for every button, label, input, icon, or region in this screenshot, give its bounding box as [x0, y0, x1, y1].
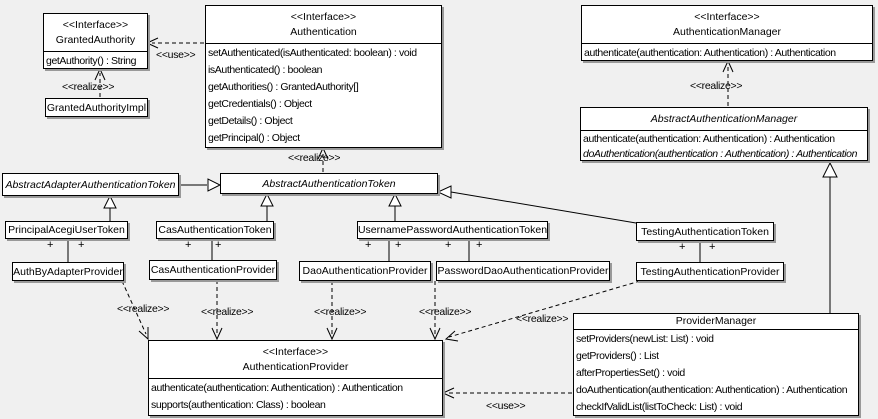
class-name: PasswordDaoAuthenticationProvider [437, 265, 609, 277]
class-name: AbstractAdapterAuthenticationToken [5, 178, 176, 191]
class-granted-authority[interactable]: <<Interface>> GrantedAuthority getAuthor… [43, 13, 148, 69]
multiplicity-plus: + [445, 239, 452, 251]
realize-label: <<realize>> [516, 313, 569, 325]
interface-stereotype: <<Interface>> [62, 19, 129, 31]
class-header: <<Interface>> AuthenticationManager [582, 6, 872, 44]
method-row: afterPropertiesSet() : void [576, 367, 685, 379]
class-testing-authentication-token[interactable]: TestingAuthenticationToken [636, 222, 774, 241]
multiplicity-plus: + [365, 239, 372, 251]
class-name: AbstractAuthenticationToken [262, 177, 396, 190]
class-cas-authentication-provider[interactable]: CasAuthenticationProvider [149, 260, 277, 280]
class-testing-authentication-provider[interactable]: TestingAuthenticationProvider [636, 262, 784, 281]
method-row: authenticate(authentication: Authenticat… [584, 47, 836, 59]
class-provider-manager[interactable]: ProviderManager setProviders(newList: Li… [573, 313, 859, 416]
generalization-testingtoken-to-abstracttoken [436, 185, 637, 224]
class-name: UsernamePasswordAuthenticationToken [357, 224, 548, 236]
method-row: getCredentials() : Object [208, 98, 312, 110]
generalization-principalacegi-to-abstractadapter [103, 194, 117, 221]
method-row: getAuthority() : String [46, 55, 137, 67]
multiplicity-plus: + [185, 239, 192, 251]
method-row: getProviders() : List [576, 350, 659, 362]
use-label: <<use>> [486, 400, 526, 412]
class-username-password-authentication-token[interactable]: UsernamePasswordAuthenticationToken [357, 221, 548, 239]
method-row: doAuthentication(authentication : Authen… [583, 148, 858, 160]
multiplicity-plus: + [709, 241, 716, 253]
method-row: doAuthentication(authentication: Authent… [576, 384, 848, 396]
generalization-providermanager-to-abstractmanager [822, 161, 838, 313]
generalization-castoken-to-abstracttoken [260, 192, 274, 221]
class-name: Authentication [290, 26, 357, 38]
multiplicity-plus: + [395, 239, 402, 251]
class-authentication[interactable]: <<Interface>> Authentication setAuthenti… [205, 5, 442, 148]
multiplicity-plus: + [476, 239, 483, 251]
class-name: ProviderManager [574, 314, 858, 330]
class-abstract-authentication-manager[interactable]: AbstractAuthenticationManager authentica… [580, 107, 868, 161]
interface-stereotype: <<Interface>> [290, 11, 357, 23]
interface-stereotype: <<Interface>> [694, 11, 760, 23]
realize-label: <<realize>> [419, 306, 472, 318]
realize-label: <<realize>> [62, 81, 115, 93]
class-abstract-adapter-authentication-token[interactable]: AbstractAdapterAuthenticationToken [2, 173, 179, 196]
generalization-usernametoken-to-abstracttoken [388, 192, 402, 221]
class-abstract-authentication-token[interactable]: AbstractAuthenticationToken [220, 173, 438, 194]
class-authentication-manager[interactable]: <<Interface>> AuthenticationManager auth… [581, 5, 873, 61]
realize-label: <<realize>> [117, 303, 170, 315]
class-name: AbstractAuthenticationManager [581, 108, 867, 131]
class-name: TestingAuthenticationProvider [640, 265, 780, 278]
use-label: <<use>> [156, 49, 196, 61]
method-row: checkIfValidList(listToCheck: List) : vo… [576, 401, 743, 413]
class-header: <<Interface>> AuthenticationProvider [149, 341, 442, 379]
realize-label: <<realize>> [201, 306, 254, 318]
class-name: GrantedAuthorityImpl [46, 101, 147, 114]
class-name: DaoAuthenticationProvider [302, 265, 428, 277]
class-principal-acegi-user-token[interactable]: PrincipalAcegiUserToken [5, 221, 128, 239]
generalization-abstractadapter-to-abstracttoken [178, 178, 222, 192]
class-auth-by-adapter-provider[interactable]: AuthByAdapterProvider [12, 262, 124, 281]
class-name: CasAuthenticationToken [158, 224, 272, 236]
realize-label: <<realize>> [288, 152, 341, 164]
multiplicity-plus: + [47, 239, 54, 251]
class-name: GrantedAuthority [55, 34, 136, 46]
class-name: AuthenticationManager [673, 26, 781, 38]
interface-stereotype: <<Interface>> [262, 346, 329, 358]
class-header: <<Interface>> Authentication [206, 6, 441, 44]
method-row: authenticate(authentication: Authenticat… [583, 133, 835, 145]
class-password-dao-authentication-provider[interactable]: PasswordDaoAuthenticationProvider [436, 261, 610, 281]
class-name: PrincipalAcegiUserToken [8, 224, 125, 236]
method-row: setAuthenticated(isAuthenticated: boolea… [208, 47, 417, 59]
class-cas-authentication-token[interactable]: CasAuthenticationToken [156, 221, 274, 239]
class-header: <<Interface>> GrantedAuthority [44, 14, 147, 52]
class-granted-authority-impl[interactable]: GrantedAuthorityImpl [45, 98, 148, 117]
multiplicity-plus: + [78, 239, 85, 251]
method-row: supports(authentication: Class) : boolea… [151, 399, 326, 411]
realize-label: <<realize>> [314, 306, 367, 318]
method-row: getPrincipal() : Object [208, 132, 300, 144]
method-row: authenticate(authentication: Authenticat… [151, 382, 403, 394]
class-name: AuthenticationProvider [242, 361, 349, 373]
class-name: AuthByAdapterProvider [13, 265, 123, 278]
method-row: getDetails() : Object [208, 115, 293, 127]
method-row: setProviders(newList: List) : void [576, 333, 714, 345]
class-name: CasAuthenticationProvider [150, 264, 276, 276]
class-authentication-provider[interactable]: <<Interface>> AuthenticationProvider aut… [148, 340, 443, 416]
multiplicity-plus: + [215, 239, 222, 251]
class-name: TestingAuthenticationToken [641, 225, 769, 238]
method-row: isAuthenticated() : boolean [208, 64, 323, 76]
method-row: getAuthorities() : GrantedAuthority[] [208, 81, 359, 93]
multiplicity-plus: + [679, 241, 686, 253]
class-dao-authentication-provider[interactable]: DaoAuthenticationProvider [299, 261, 431, 281]
realize-label: <<realize>> [690, 80, 743, 92]
use-providermanager-to-authenticationprovider [441, 387, 572, 399]
use-authentication-to-grantedauthority [145, 37, 204, 49]
